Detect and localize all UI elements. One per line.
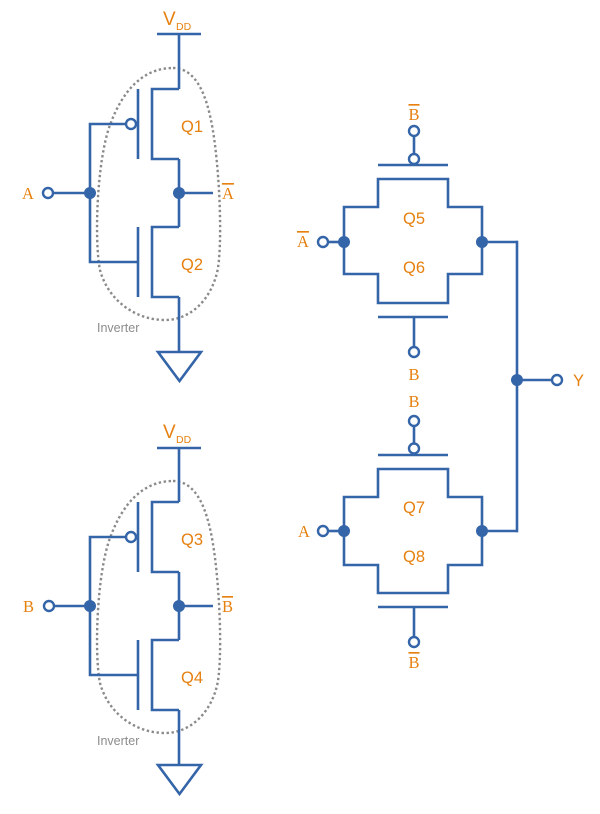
output-label: A (222, 184, 234, 203)
inverter-label: Inverter (97, 321, 139, 335)
q2-label: Q2 (181, 256, 203, 274)
input-label: B (23, 597, 34, 616)
q7-gate-bubble (407, 442, 421, 455)
top-gate-terminal (407, 414, 421, 428)
vdd-label: VDD (163, 422, 192, 446)
q7-label: Q7 (403, 499, 425, 517)
inverter-a: VDD A A Q1 Q2 Inverter (22, 9, 234, 384)
q8-bottom-gate-label: B (408, 653, 419, 672)
q3-gate-bubble (124, 530, 138, 544)
output-junction-dot (476, 236, 488, 248)
input-terminal (316, 524, 330, 538)
ground-icon (155, 763, 204, 797)
q5-gate-bubble (407, 152, 421, 166)
q1-channel (150, 87, 179, 161)
vdd-symbol: V (163, 422, 176, 443)
vdd-symbol: V (163, 9, 176, 30)
input-junction-dot (84, 600, 96, 612)
output-bus: Y (511, 240, 584, 533)
output-junction-dot (173, 187, 185, 199)
q6-label: Q6 (403, 259, 425, 277)
output-label: B (222, 597, 233, 616)
transmission-gate-upper: B A Q5 Q6 B (297, 105, 518, 384)
q7-input-label: A (298, 522, 310, 541)
input-junction-dot (338, 236, 350, 248)
q2-channel (150, 225, 179, 299)
y-junction-dot (511, 374, 523, 386)
q3-label: Q3 (181, 531, 203, 549)
q3-channel (150, 500, 179, 574)
bottom-gate-terminal (407, 345, 421, 359)
input-terminal (42, 599, 56, 613)
bottom-gate-label: B (408, 365, 419, 384)
input-label: A (22, 184, 34, 203)
q4-label: Q4 (181, 669, 203, 687)
input-junction-dot (84, 187, 96, 199)
inverter-label: Inverter (97, 734, 139, 748)
output-junction-dot (476, 525, 488, 537)
top-gate-label: B (408, 105, 419, 124)
inverter-b: VDD B B Q3 Q4 Inverter (23, 422, 233, 797)
y-output-label: Y (573, 372, 584, 390)
top-gate-terminal (407, 124, 421, 138)
q8-label: Q8 (403, 548, 425, 566)
input-junction-dot (338, 525, 350, 537)
transmission-gate-lower (316, 414, 518, 649)
q1-gate-bubble (124, 117, 138, 131)
input-label: A (297, 232, 309, 251)
y-output-terminal (550, 373, 564, 387)
q8-channel (342, 531, 484, 595)
q7-top-gate-label: B (408, 392, 419, 411)
input-terminal (316, 235, 330, 249)
q4-channel (150, 638, 179, 712)
q7-channel (342, 467, 484, 531)
input-terminal (41, 186, 55, 200)
ground-icon (155, 350, 204, 384)
vdd-label: VDD (163, 9, 192, 33)
q5-label: Q5 (403, 210, 425, 228)
bottom-gate-terminal (407, 635, 421, 649)
output-junction-dot (173, 600, 185, 612)
q1-label: Q1 (181, 118, 203, 136)
vdd-subscript: DD (176, 434, 192, 446)
q5-channel (342, 177, 484, 242)
q6-channel (342, 242, 484, 305)
vdd-subscript: DD (176, 21, 192, 33)
